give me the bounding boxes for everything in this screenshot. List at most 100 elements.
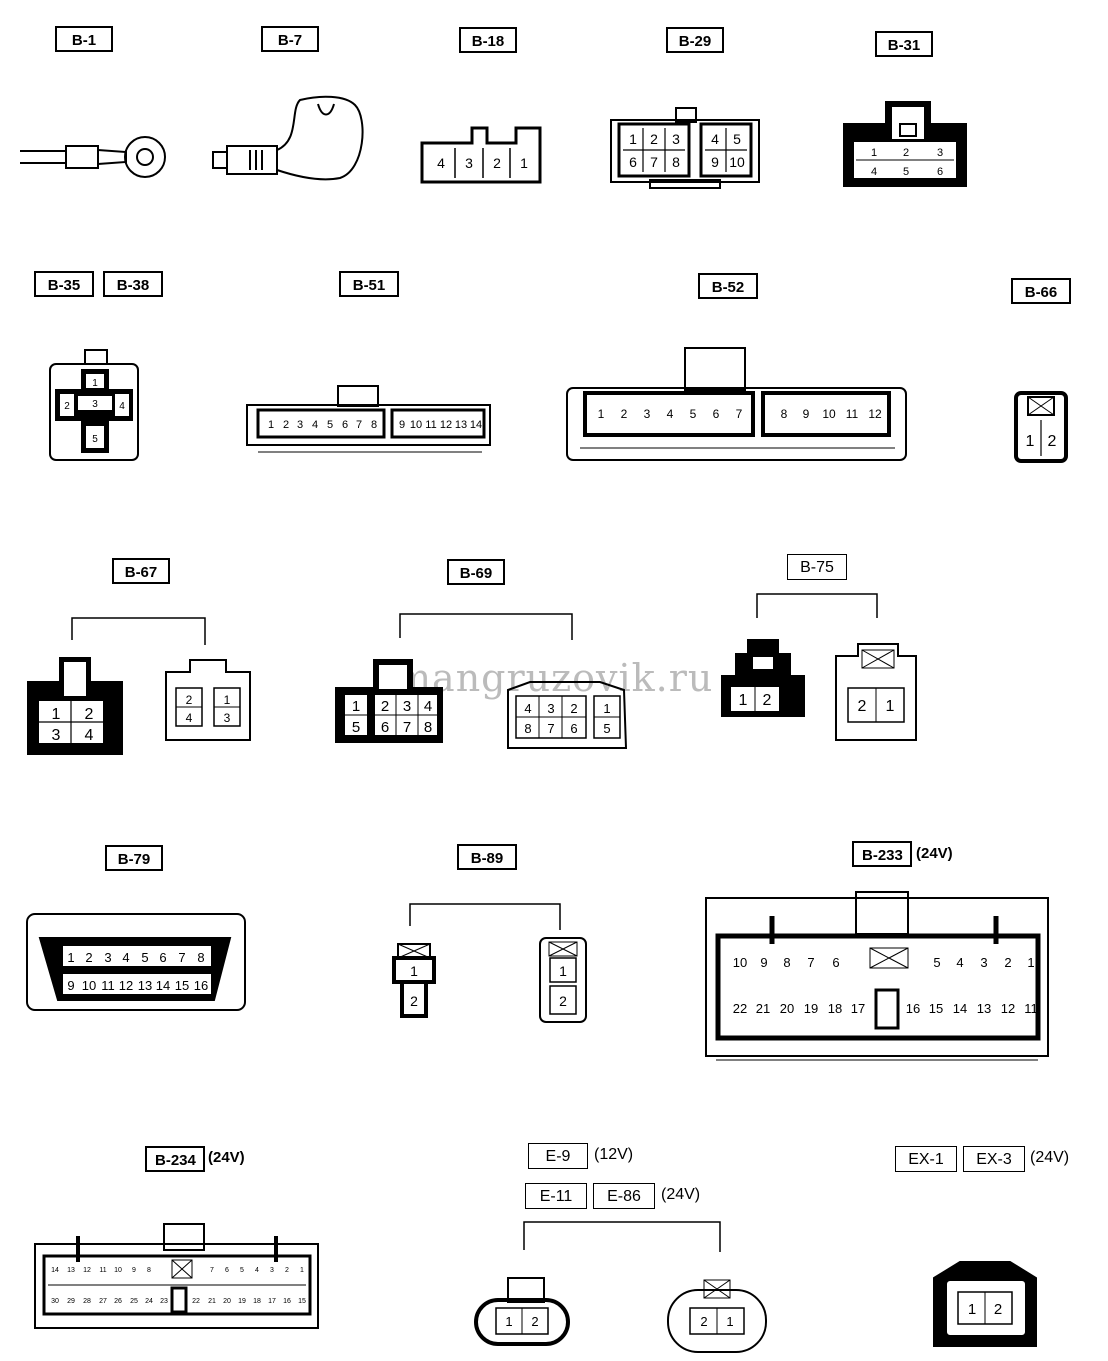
pin-b234-20: 20: [223, 1298, 231, 1305]
connector-b-18-drawing: [420, 126, 542, 184]
pin-b51-9: 9: [399, 419, 405, 431]
connector-label-b-89: B-89: [457, 844, 517, 870]
connector-b-89-drawing: [392, 903, 587, 1023]
pin-b69-2: 2: [381, 698, 389, 715]
pin-b69f-4: 4: [524, 701, 531, 716]
pin-b52-6: 6: [713, 407, 720, 421]
pin-b79-3: 3: [104, 950, 111, 965]
pin-b69f-3: 3: [547, 701, 554, 716]
pin-b52-1: 1: [598, 407, 605, 421]
pin-b79-15: 15: [175, 978, 189, 993]
pin-b66-2: 2: [1048, 433, 1057, 450]
pin-b234-28: 28: [83, 1298, 91, 1305]
pin-b69f-6: 6: [570, 721, 577, 736]
pin-b51-12: 12: [440, 419, 452, 431]
connector-label-e-9: E-9: [528, 1143, 588, 1169]
voltage-b-234: (24V): [208, 1149, 245, 1166]
pin-b18-1: 1: [520, 155, 528, 171]
pin-b234-23: 23: [160, 1298, 168, 1305]
connector-b-75-drawing: [721, 593, 917, 741]
pin-b35-1: 1: [92, 378, 98, 389]
pin-b69-4: 4: [424, 698, 432, 715]
pin-b233-17: 17: [851, 1001, 865, 1016]
pin-b29-9: 9: [711, 154, 719, 170]
pin-b233-3: 3: [980, 955, 987, 970]
pin-b234-17: 17: [268, 1298, 276, 1305]
pin-b234-18: 18: [253, 1298, 261, 1305]
pin-b51-1: 1: [268, 419, 274, 431]
pin-b69-8: 8: [424, 719, 432, 736]
connector-label-e-86: E-86: [593, 1183, 655, 1209]
pin-b51-5: 5: [327, 419, 333, 431]
pin-b89f-1: 1: [559, 963, 567, 979]
pin-b75-1: 1: [739, 692, 748, 709]
connector-label-b-69: B-69: [447, 559, 505, 585]
pin-b31-3: 3: [937, 147, 943, 159]
pin-b31-4: 4: [871, 166, 877, 178]
voltage-e-9: (12V): [594, 1146, 634, 1163]
pin-b89f-2: 2: [559, 993, 567, 1009]
pin-b233-22: 22: [733, 1001, 747, 1016]
pin-b29-8: 8: [672, 154, 680, 170]
connector-ex-1-drawing: [933, 1261, 1037, 1347]
pin-b233-12: 12: [1001, 1001, 1015, 1016]
pin-b35-2: 2: [64, 401, 70, 412]
pin-b29-7: 7: [650, 154, 658, 170]
pin-b67f-1: 1: [224, 693, 231, 707]
pin-b67f-2: 2: [186, 693, 193, 707]
pin-b233-18: 18: [828, 1001, 842, 1016]
pin-b234-3: 3: [270, 1267, 274, 1274]
pin-b234-6: 6: [225, 1267, 229, 1274]
pin-b79-10: 10: [82, 978, 96, 993]
pin-b52-3: 3: [644, 407, 651, 421]
pin-b234-19: 19: [238, 1298, 246, 1305]
pin-b234-5: 5: [240, 1267, 244, 1274]
pin-b234-25: 25: [130, 1298, 138, 1305]
connector-b-69-drawing: [335, 613, 628, 749]
pin-b233-7: 7: [807, 955, 814, 970]
pin-b234-2: 2: [285, 1267, 289, 1274]
pin-b31-2: 2: [903, 147, 909, 159]
pin-b69-3: 3: [403, 698, 411, 715]
pin-b79-14: 14: [156, 978, 170, 993]
pin-b234-21: 21: [208, 1298, 216, 1305]
connector-b-1-drawing: [20, 136, 166, 178]
pin-b89-1: 1: [410, 963, 418, 979]
pin-b233-15: 15: [929, 1001, 943, 1016]
connector-label-b-67: B-67: [112, 558, 170, 584]
pin-b233-14: 14: [953, 1001, 967, 1016]
pin-e9-1: 1: [505, 1314, 512, 1329]
pin-b51-3: 3: [297, 419, 303, 431]
pin-b18-3: 3: [465, 155, 473, 171]
pin-b31-6: 6: [937, 166, 943, 178]
pin-b79-16: 16: [194, 978, 208, 993]
pin-b67-3: 3: [52, 727, 61, 744]
connector-label-b-18: B-18: [459, 27, 517, 53]
pin-b51-7: 7: [356, 419, 362, 431]
pin-b234-7: 7: [210, 1267, 214, 1274]
connector-label-b-79: B-79: [105, 845, 163, 871]
pin-ex1-1: 1: [968, 1301, 976, 1318]
pin-b69f-7: 7: [547, 721, 554, 736]
voltage-b-233: (24V): [916, 845, 953, 862]
pin-b51-8: 8: [371, 419, 377, 431]
pin-b234-14: 14: [51, 1267, 59, 1274]
pin-b234-24: 24: [145, 1298, 153, 1305]
pin-b67-2: 2: [85, 706, 94, 723]
pin-b233-1: 1: [1027, 955, 1034, 970]
pin-b233-10: 10: [733, 955, 747, 970]
pin-b79-7: 7: [178, 950, 185, 965]
connector-label-b-75: B-75: [787, 554, 847, 580]
pin-ex1-2: 2: [994, 1301, 1002, 1318]
pin-b67-4: 4: [85, 727, 94, 744]
pin-b29-5: 5: [733, 131, 741, 147]
connector-label-ex-1: EX-1: [895, 1146, 957, 1172]
pin-b79-12: 12: [119, 978, 133, 993]
pin-b233-5: 5: [933, 955, 940, 970]
connector-label-ex-3: EX-3: [963, 1146, 1025, 1172]
connector-b-7-drawing: [212, 95, 364, 181]
connector-b-52-drawing: [566, 347, 907, 461]
connector-label-b-51: B-51: [339, 271, 399, 297]
connector-b-234-drawing: [34, 1223, 319, 1329]
